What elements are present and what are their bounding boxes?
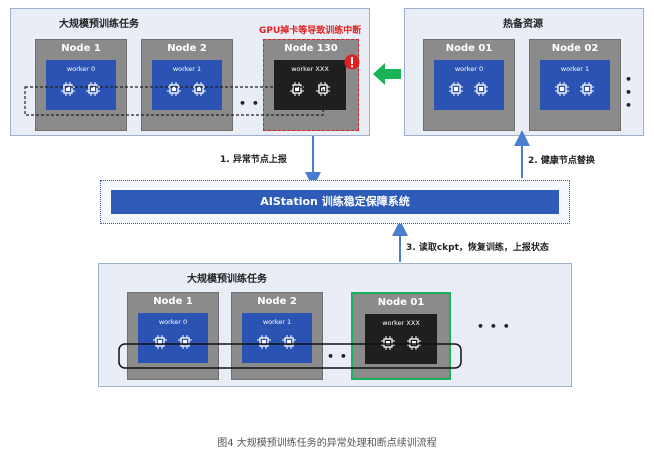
fault-label: GPU掉卡等导致训练中断 <box>259 26 362 36</box>
worker-ring <box>118 343 462 369</box>
worker-label: worker 0 <box>66 65 96 73</box>
worker-label: worker 1 <box>262 318 292 326</box>
node-label: Node 2 <box>167 43 207 54</box>
node-card-faulted: Node 130 worker XXX <box>263 39 360 131</box>
node-card-replacement: Node 01 worker XXX <box>351 292 451 380</box>
node-label: Node 01 <box>377 297 425 308</box>
training-task-panel-top: 大规模预训练任务 Node 1 worker 0 Node 2 worker 1… <box>10 8 370 136</box>
worker-label: worker 0 <box>158 318 188 326</box>
worker-label: worker 1 <box>560 65 590 73</box>
worker-label: worker 1 <box>172 65 202 73</box>
worker-box: worker XXX <box>365 314 437 364</box>
system-band: AIStation 训练稳定保障系统 <box>111 190 559 214</box>
node-label: Node 1 <box>61 43 101 54</box>
panel-title: 大规模预训练任务 <box>187 274 267 285</box>
node-card: Node 1 worker 0 <box>127 292 219 380</box>
gpu-chip-icon <box>282 335 296 349</box>
gpu-chip-icon <box>167 82 181 96</box>
replace-arrow-icon <box>373 63 401 85</box>
system-frame: AIStation 训练稳定保障系统 <box>100 180 570 224</box>
worker-box: worker 1 <box>242 313 312 363</box>
step-2-label: 2. 健康节点替换 <box>528 156 595 166</box>
worker-box: worker 0 <box>46 60 116 110</box>
worker-box-faulted: worker XXX <box>274 60 346 110</box>
worker-label: worker XXX <box>291 65 329 73</box>
node-card: Node 1 worker 0 <box>35 39 127 131</box>
node-label: Node 1 <box>153 296 193 307</box>
panel-title: 热备资源 <box>503 19 543 30</box>
gpu-chip-icon <box>474 82 488 96</box>
worker-ring <box>24 86 324 116</box>
worker-box: worker 1 <box>540 60 610 110</box>
node-label: Node 2 <box>257 296 297 307</box>
gpu-chip-icon <box>555 82 569 96</box>
more-nodes-ellipsis: • • • <box>625 73 634 112</box>
gpu-chip-icon <box>580 82 594 96</box>
node-card: Node 2 worker 1 <box>141 39 233 131</box>
node-label: Node 01 <box>445 43 493 54</box>
gpu-chip-icon <box>381 336 395 350</box>
node-label: Node 130 <box>284 43 338 54</box>
more-nodes-ellipsis: • • • <box>477 320 511 333</box>
worker-label: worker 0 <box>454 65 484 73</box>
step-1-label: 1. 异常节点上报 <box>220 155 287 165</box>
node-card: Node 2 worker 1 <box>231 292 323 380</box>
node-card: Node 02 worker 1 <box>529 39 621 131</box>
node-label: Node 02 <box>551 43 599 54</box>
worker-label: worker XXX <box>382 319 420 327</box>
alert-icon <box>344 54 360 70</box>
worker-box: worker 1 <box>152 60 222 110</box>
hot-standby-panel: 热备资源 Node 01 worker 0 Node 02 worker 1 •… <box>404 8 644 136</box>
panel-title: 大规模预训练任务 <box>59 19 139 30</box>
gpu-chip-icon <box>407 336 421 350</box>
training-task-panel-bottom: 大规模预训练任务 Node 1 worker 0 Node 2 worker 1… <box>98 263 572 387</box>
gpu-chip-icon <box>192 82 206 96</box>
figure-caption: 图4 大规模预训练任务的异常处理和断点续训流程 <box>217 438 437 449</box>
worker-box: worker 0 <box>434 60 504 110</box>
step-3-label: 3. 读取ckpt，恢复训练，上报状态 <box>406 243 549 253</box>
node-card: Node 01 worker 0 <box>423 39 515 131</box>
gpu-chip-icon <box>449 82 463 96</box>
